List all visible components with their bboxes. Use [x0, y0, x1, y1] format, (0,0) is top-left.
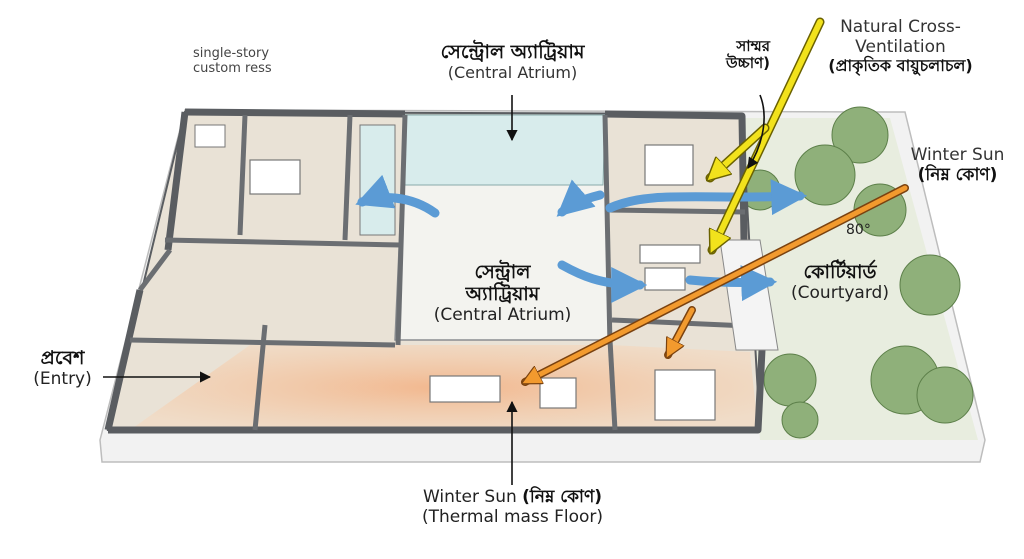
drawing-note: single-story custom ress — [193, 46, 272, 77]
entry-label: প্রবেশ (Entry) — [20, 347, 105, 389]
cross-vent-en-2: Ventilation — [855, 36, 946, 57]
entry-bn: প্রবেশ — [40, 347, 85, 369]
sun-angle-label: 80° — [846, 222, 871, 238]
center-atrium-bn-1: সেন্ট্রাল — [474, 261, 531, 283]
sun-ray-arrow-icon — [710, 17, 825, 250]
winter-sun-bottom-en: Winter Sun — [422, 487, 523, 507]
bed-icon — [249, 144, 716, 421]
winter-sun-right-bn: (নিম্ন কোণ) — [917, 164, 998, 185]
cross-ventilation-label: Natural Cross- Ventilation (প্রাকৃতিক বা… — [798, 17, 1003, 76]
center-atrium-bn-2: অ্যাট্রিয়াম — [465, 282, 540, 305]
entry-en: (Entry) — [33, 368, 92, 389]
center-atrium-en: (Central Atrium) — [433, 304, 572, 325]
dining-table-icon — [429, 375, 577, 409]
winter-sun-right-label: Winter Sun (নিম্ন কোণ) — [895, 145, 1020, 185]
top-atrium-label: সেন্ট্রোল অ্যাট্রিয়াম (Central Atrium) — [405, 41, 620, 82]
pointer-arrow-icon — [103, 94, 765, 485]
winter-sun-bottom-bn: (নিম্ন কোণ) — [522, 487, 603, 507]
note-line-1: single-story — [193, 46, 270, 61]
cross-vent-bn: (প্রাকৃতিক বায়ুচলাচল) — [828, 56, 973, 76]
center-atrium-label: সেন্ট্রাল অ্যাট্রিয়াম (Central Atrium) — [420, 261, 585, 325]
summer-sun-bn-2: উচ্চাণ) — [726, 54, 770, 73]
winter-sun-ray-arrow-icon — [525, 184, 909, 386]
cross-vent-en-1: Natural Cross- — [840, 17, 961, 37]
atrium-glass-back — [404, 114, 606, 186]
interior-walls — [129, 114, 749, 431]
top-atrium-bn: সেন্ট্রোল অ্যাট্রিয়াম — [440, 41, 585, 63]
summer-sun-label: সাম্মর উচ্চাণ) — [690, 37, 770, 73]
courtyard-bn: কোর্টিয়ার্ড — [803, 261, 877, 283]
winter-sun-bottom-label: Winter Sun (নিম্ন কোণ) (Thermal mass Flo… — [375, 487, 650, 527]
note-line-2: custom ress — [193, 60, 272, 76]
winter-sun-right-en: Winter Sun — [910, 145, 1005, 165]
courtyard-label: কোর্টিয়ার্ড (Courtyard) — [770, 261, 910, 303]
summer-sun-bn-1: সাম্মর — [736, 37, 770, 55]
tree-icon — [739, 106, 974, 439]
airflow-arrow-icon — [355, 174, 808, 303]
courtyard-en: (Courtyard) — [791, 282, 889, 303]
top-atrium-en: (Central Atrium) — [447, 62, 578, 82]
thermal-mass-floor-en: (Thermal mass Floor) — [421, 506, 604, 527]
